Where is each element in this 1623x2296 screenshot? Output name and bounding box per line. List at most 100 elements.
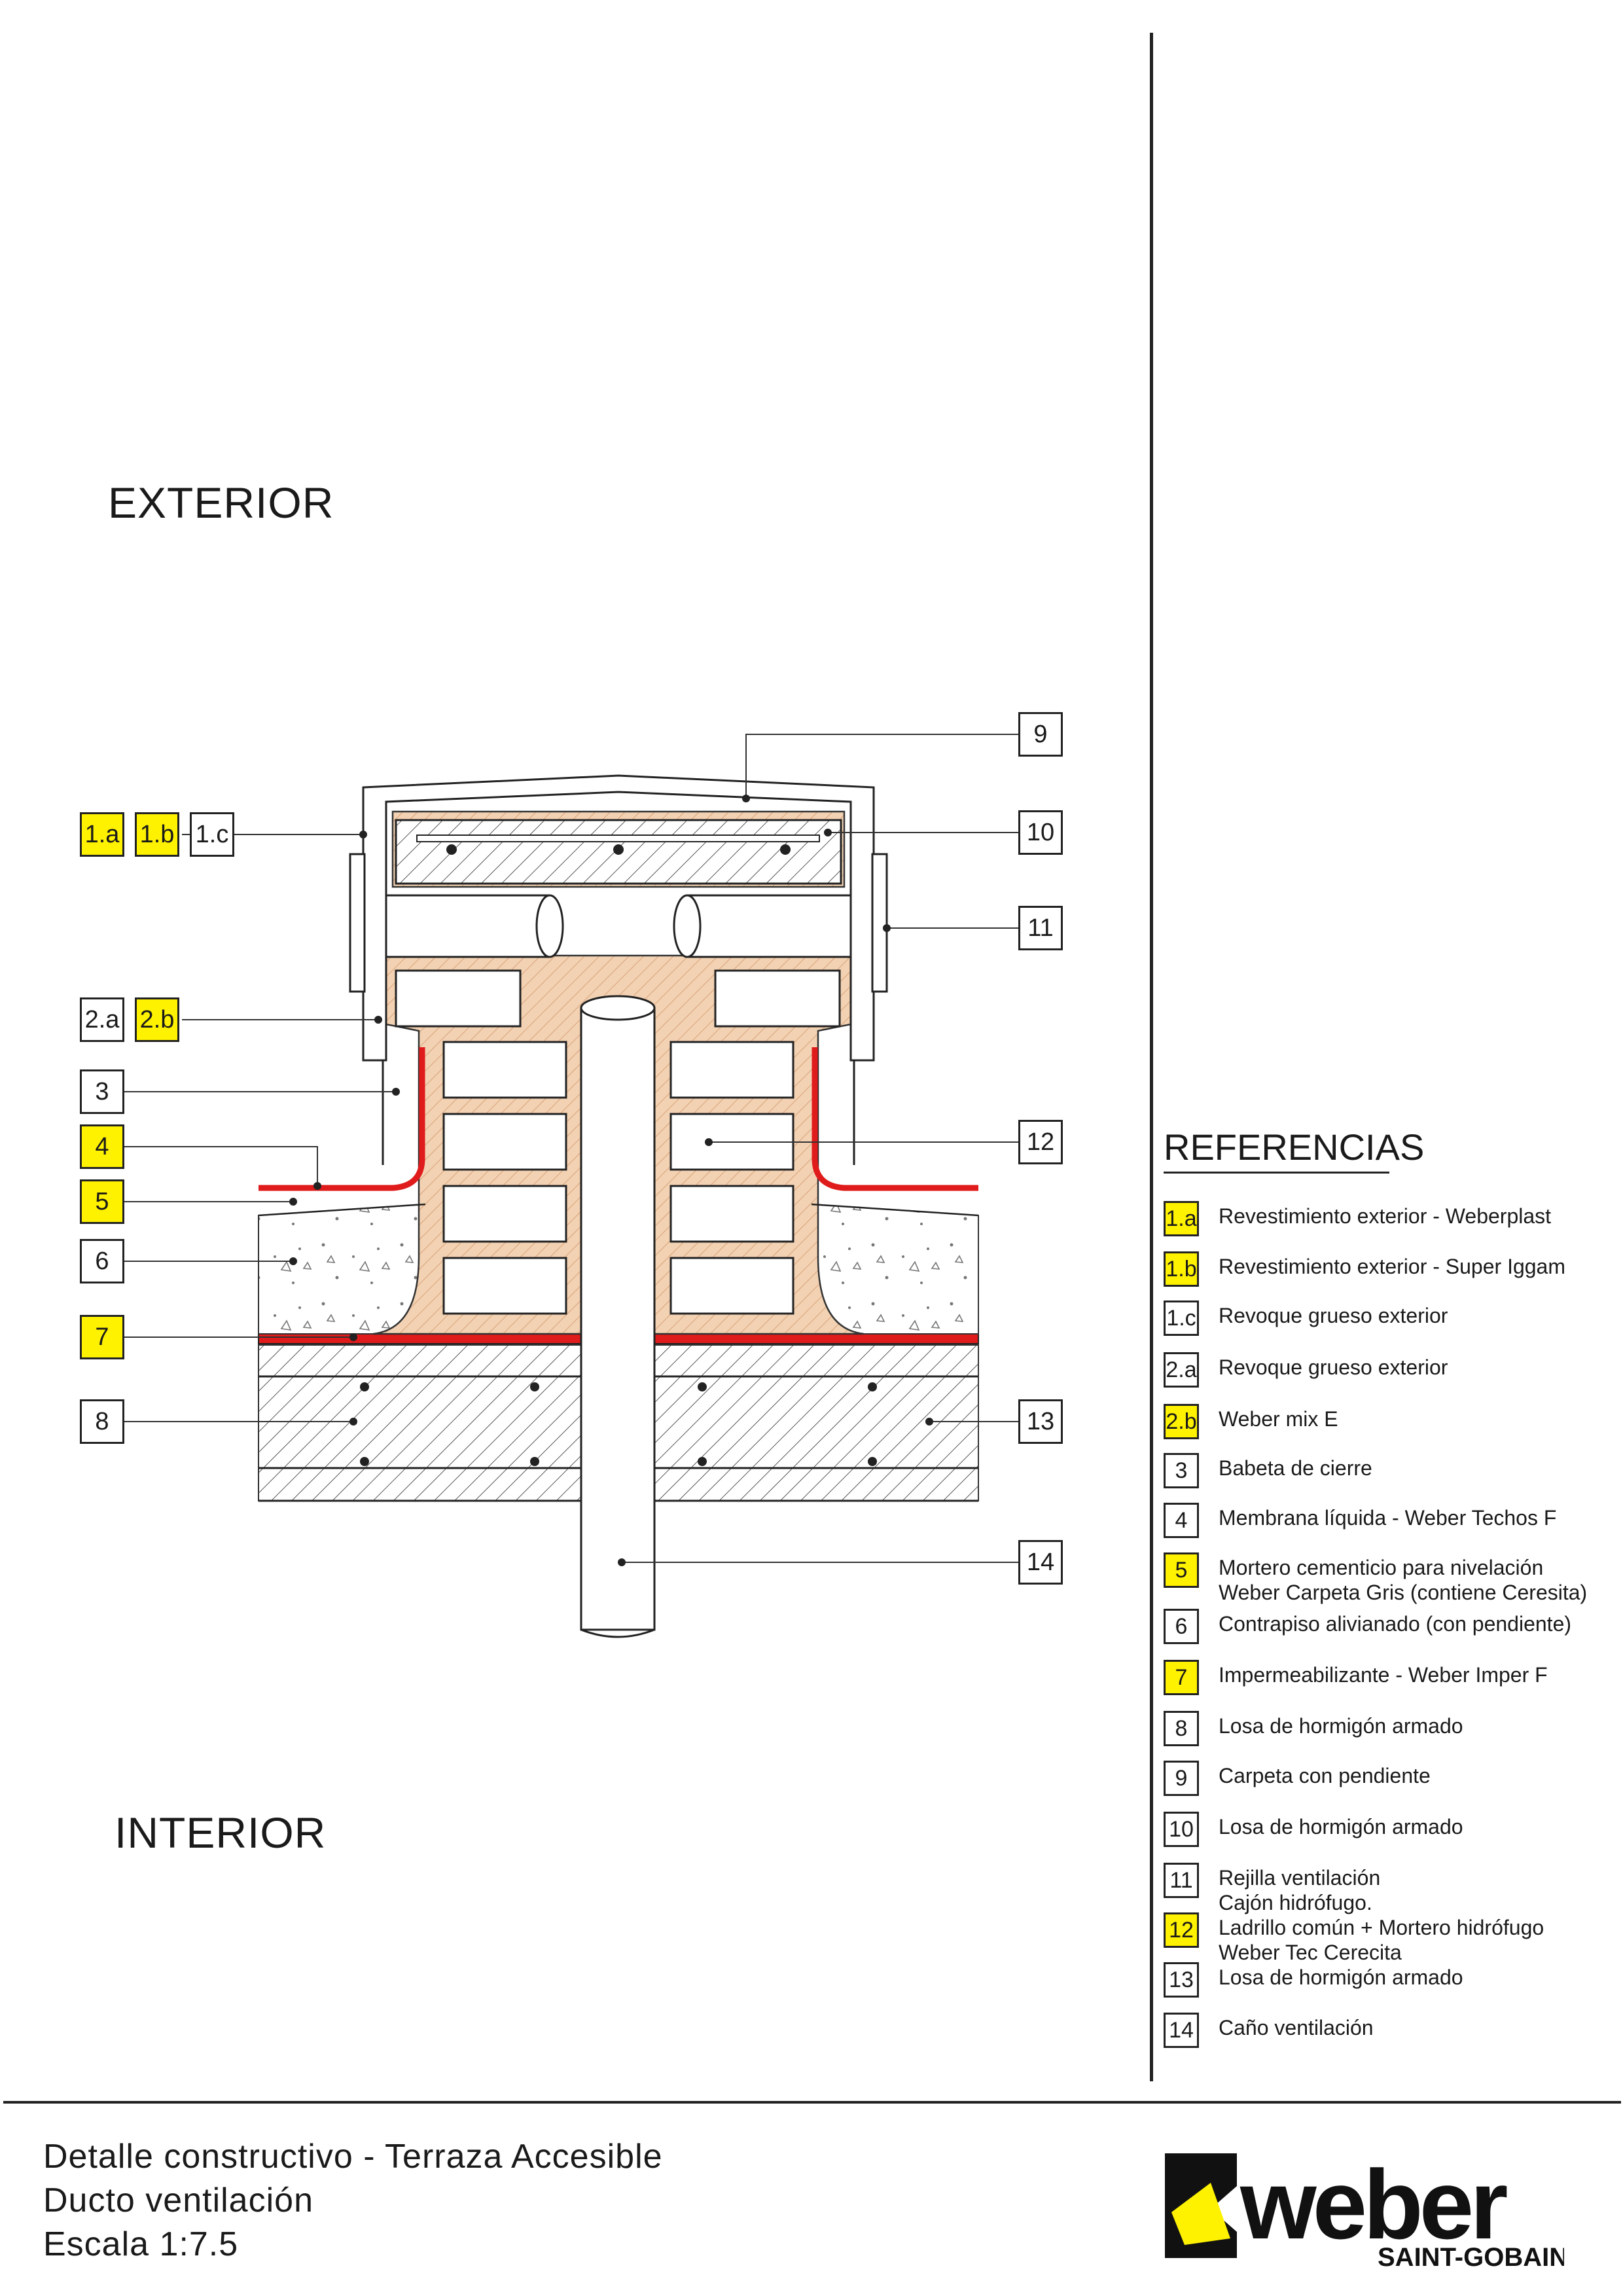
reference-item: 2.a Revoque grueso exterior — [1164, 1352, 1448, 1388]
reference-item: 4 Membrana líquida - Weber Techos F — [1164, 1503, 1556, 1538]
callout-13: 13 — [1018, 1399, 1063, 1444]
reference-description-line: Revoque grueso exterior — [1219, 1355, 1448, 1379]
callout-12: 12 — [1018, 1120, 1063, 1164]
vertical-vent-pipe — [580, 995, 656, 1638]
callout-1a: 1.a — [80, 812, 124, 857]
reference-description-line: Weber Tec Cerecita — [1219, 1941, 1402, 1964]
callout-1b: 1.b — [135, 812, 179, 857]
weber-logo: weber SAINT-GOBAIN — [1158, 2147, 1568, 2272]
top-cap-slab — [395, 819, 842, 885]
reference-description: Revoque grueso exterior — [1219, 1303, 1448, 1328]
reference-item: 13 Losa de hormigón armado — [1164, 1962, 1463, 1998]
reference-description-line: Rejilla ventilación — [1219, 1866, 1381, 1890]
reference-code-badge: 7 — [1164, 1660, 1199, 1695]
leader-dots — [289, 795, 933, 1566]
reference-description-line: Losa de hormigón armado — [1219, 1815, 1463, 1839]
reference-code-badge: 4 — [1164, 1503, 1199, 1538]
reference-item: 14 Caño ventilación — [1164, 2013, 1374, 2048]
reference-code-badge: 1.c — [1164, 1300, 1199, 1336]
reference-description: Losa de hormigón armado — [1219, 1713, 1463, 1738]
reference-code-badge: 1.a — [1164, 1201, 1199, 1236]
reference-description-line: Caño ventilación — [1219, 2016, 1374, 2039]
reference-code-badge: 1.b — [1164, 1251, 1199, 1287]
logo-sub-text: SAINT-GOBAIN — [1378, 2243, 1564, 2271]
references-title-underline — [1164, 1172, 1389, 1174]
reference-item: 1.c Revoque grueso exterior — [1164, 1300, 1448, 1336]
reference-code-badge: 10 — [1164, 1812, 1199, 1847]
reference-item: 10 Losa de hormigón armado — [1164, 1812, 1463, 1847]
footer-scale: Escala 1:7.5 — [43, 2225, 239, 2263]
reference-description-line: Revestimiento exterior - Super Iggam — [1219, 1255, 1565, 1278]
reference-description: Contrapiso alivianado (con pendiente) — [1219, 1611, 1571, 1636]
reference-code-badge: 12 — [1164, 1912, 1199, 1948]
reference-description-line: Revestimiento exterior - Weberplast — [1219, 1204, 1552, 1228]
reference-description-line: Contrapiso alivianado (con pendiente) — [1219, 1612, 1572, 1636]
references-title: REFERENCIAS — [1164, 1126, 1425, 1168]
callout-2b: 2.b — [135, 997, 179, 1042]
reference-code-badge: 2.b — [1164, 1404, 1199, 1439]
exterior-label: EXTERIOR — [108, 478, 334, 527]
reference-code-badge: 11 — [1164, 1863, 1199, 1898]
callout-2a: 2.a — [80, 997, 124, 1042]
reference-description: Membrana líquida - Weber Techos F — [1219, 1505, 1556, 1530]
reference-description: Losa de hormigón armado — [1219, 1965, 1463, 1990]
callout-5: 5 — [80, 1179, 124, 1224]
reference-description-line: Impermeabilizante - Weber Imper F — [1219, 1663, 1548, 1687]
mortar-leveling-line — [258, 1203, 979, 1217]
reference-description-line: Revoque grueso exterior — [1219, 1304, 1448, 1327]
reference-item: 6 Contrapiso alivianado (con pendiente) — [1164, 1609, 1571, 1644]
reference-description-line: Ladrillo común + Mortero hidrófugo — [1219, 1916, 1544, 1939]
callout-8: 8 — [80, 1399, 124, 1444]
reference-item: 7 Impermeabilizante - Weber Imper F — [1164, 1660, 1548, 1695]
reference-description-line: Cajón hidrófugo. — [1219, 1891, 1372, 1914]
reference-description-line: Babeta de cierre — [1219, 1456, 1372, 1480]
reference-description: Losa de hormigón armado — [1219, 1814, 1463, 1839]
reference-description: Caño ventilación — [1219, 2015, 1374, 2040]
reference-code-badge: 3 — [1164, 1453, 1199, 1488]
reference-description-line: Losa de hormigón armado — [1219, 1714, 1463, 1738]
reference-code-badge: 13 — [1164, 1962, 1199, 1998]
reference-description-line: Mortero cementicio para nivelación — [1219, 1556, 1544, 1579]
callout-14: 14 — [1018, 1540, 1063, 1585]
horizontal-vent-pipes — [370, 894, 865, 958]
logo-brand-text: weber — [1240, 2149, 1507, 2259]
liquid-membrane — [259, 1047, 978, 1191]
callout-9: 9 — [1018, 712, 1063, 757]
reference-description: Revestimiento exterior - Super Iggam — [1219, 1254, 1565, 1279]
reference-description-line: Weber mix E — [1219, 1407, 1338, 1431]
reference-description: Revestimiento exterior - Weberplast — [1219, 1204, 1551, 1229]
reference-description: Impermeabilizante - Weber Imper F — [1219, 1662, 1548, 1687]
vertical-divider — [1150, 33, 1153, 2081]
reference-item: 9 Carpeta con pendiente — [1164, 1761, 1431, 1796]
callout-10: 10 — [1018, 810, 1063, 855]
reference-description-line: Weber Carpeta Gris (contiene Ceresita) — [1219, 1581, 1588, 1604]
reference-code-badge: 9 — [1164, 1761, 1199, 1796]
reference-code-badge: 14 — [1164, 2013, 1199, 2048]
interior-label: INTERIOR — [115, 1808, 327, 1857]
callout-1c: 1.c — [190, 812, 234, 857]
lightweight-screed — [258, 1203, 979, 1335]
reference-description-line: Losa de hormigón armado — [1219, 1965, 1463, 1989]
callout-3: 3 — [80, 1069, 124, 1114]
callout-6: 6 — [80, 1239, 124, 1283]
callout-11: 11 — [1018, 906, 1063, 950]
reference-item: 1.a Revestimiento exterior - Weberplast — [1164, 1201, 1551, 1236]
footer-title: Detalle constructivo - Terraza Accesible — [43, 2138, 663, 2176]
reference-item: 2.b Weber mix E — [1164, 1404, 1338, 1439]
footer-subtitle: Ducto ventilación — [43, 2181, 313, 2219]
reference-description: Babeta de cierre — [1219, 1456, 1372, 1480]
callout-7: 7 — [80, 1315, 124, 1359]
footer-divider — [3, 2101, 1621, 2104]
reference-description-line: Membrana líquida - Weber Techos F — [1219, 1506, 1557, 1530]
reference-description: Carpeta con pendiente — [1219, 1763, 1431, 1788]
weber-logo-mark: weber SAINT-GOBAIN — [1165, 2149, 1568, 2272]
reference-code-badge: 2.a — [1164, 1352, 1199, 1388]
reference-code-badge: 6 — [1164, 1609, 1199, 1644]
